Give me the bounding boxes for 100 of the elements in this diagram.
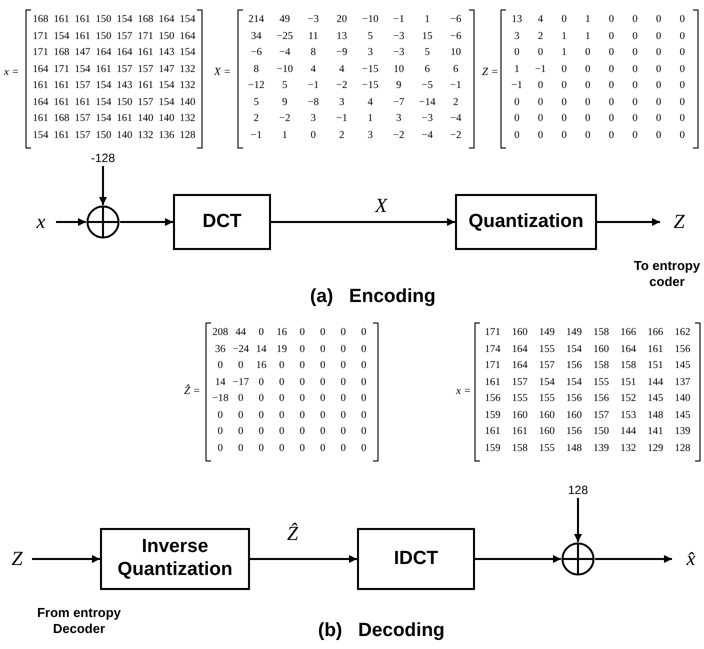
matrix-entry: 150 <box>116 96 134 108</box>
matrix-entry: −4 <box>449 113 462 125</box>
matrix-entry: 0 <box>237 360 244 372</box>
matrix-entry: 0 <box>513 96 520 108</box>
matrix-entry: 1 <box>560 47 568 59</box>
matrix-entry: 0 <box>560 130 568 142</box>
matrix-entry: 164 <box>510 360 529 372</box>
matrix-entry: 144 <box>646 376 664 388</box>
matrix-entry: 0 <box>237 426 244 438</box>
matrix-entry: 0 <box>258 393 265 405</box>
matrix-entry: 3 <box>513 30 520 42</box>
matrix-entry: −2 <box>449 130 462 142</box>
matrix-entry: 164 <box>32 64 50 76</box>
matrix-entry: 149 <box>538 327 556 339</box>
matrix-entry: 164 <box>32 96 50 108</box>
matrix-entry: −1 <box>392 14 406 26</box>
matrix-entry: 0 <box>536 130 544 142</box>
matrix-entry: 161 <box>32 80 50 92</box>
matrix-entry: 141 <box>646 426 664 438</box>
matrix-entry: 156 <box>565 393 583 405</box>
matrix-symbol: Ẑ = <box>184 385 200 397</box>
matrix-entry: −4 <box>420 130 434 142</box>
matrix-entry: 3 <box>310 113 317 125</box>
arrow <box>250 555 357 563</box>
matrix-entry: 161 <box>52 130 70 142</box>
matrix-entry: 168 <box>52 47 70 59</box>
matrix-entry: −3 <box>420 113 434 125</box>
matrix-entry: 161 <box>116 113 134 125</box>
matrix-entry: 154 <box>538 376 556 388</box>
matrix-entry: 164 <box>158 14 176 26</box>
matrix-entry: −25 <box>276 30 294 42</box>
matrix-entry: 156 <box>565 360 583 372</box>
matrix-entry: 0 <box>310 130 317 142</box>
matrix-entry: 0 <box>654 130 662 142</box>
matrix-entry: 161 <box>484 426 502 438</box>
matrix-entry: 140 <box>158 113 176 125</box>
matrix-entry: −3 <box>392 47 406 59</box>
matrix-entry: 0 <box>536 80 544 92</box>
matrix-entry: 157 <box>116 30 134 42</box>
matrix-entry: 171 <box>484 360 502 372</box>
process-box: IDCT <box>357 528 475 590</box>
matrix-entry: 159 <box>484 410 502 422</box>
matrix-entry: 158 <box>592 360 610 372</box>
matrix-entry: 0 <box>216 442 224 454</box>
matrix-entry: 154 <box>94 113 112 125</box>
matrix-entry: 0 <box>560 113 568 125</box>
matrix-entry: 0 <box>513 130 520 142</box>
matrix-entry: 0 <box>654 47 662 59</box>
matrix-entry: 154 <box>178 47 196 59</box>
matrix-entry: 0 <box>360 327 368 339</box>
matrix-entry: −24 <box>232 344 250 356</box>
matrix-entry: 158 <box>510 442 529 454</box>
matrix-entry: −1 <box>534 64 548 76</box>
matrix-entry: 0 <box>360 442 368 454</box>
matrix-entry: 6 <box>452 64 460 76</box>
matrix-entry: 8 <box>252 64 260 76</box>
matrix-entry: 0 <box>631 96 639 108</box>
matrix-entry: 4 <box>310 64 317 76</box>
matrix-entry: −3 <box>392 30 406 42</box>
matrix-entry: 164 <box>116 47 134 59</box>
matrix-entry: 132 <box>619 442 638 454</box>
matrix-entry: 0 <box>678 80 686 92</box>
matrix-entry: 0 <box>654 64 662 76</box>
matrix-entry: 128 <box>674 442 692 454</box>
matrix-entry: 160 <box>510 327 529 339</box>
matrix-entry: 161 <box>94 64 112 76</box>
matrix-entry: 0 <box>608 14 615 26</box>
matrix-entry: 154 <box>158 96 176 108</box>
matrix-entry: 0 <box>631 80 639 92</box>
matrix-entry: 0 <box>258 442 265 454</box>
matrix-entry: 0 <box>654 30 662 42</box>
matrix-entry: 0 <box>360 360 368 372</box>
matrix-entry: 144 <box>619 426 638 438</box>
matrix-entry: 158 <box>592 327 610 339</box>
matrix-entry: 132 <box>136 130 154 142</box>
summing-junction <box>86 205 120 239</box>
offset-value: 128 <box>561 482 595 498</box>
matrix-entry: 156 <box>484 393 502 405</box>
matrix-entry: 171 <box>52 64 70 76</box>
matrix-entry: −4 <box>278 47 292 59</box>
matrix-entry: 148 <box>646 410 664 422</box>
offset-value: -128 <box>86 150 120 166</box>
matrix-symbol: x = <box>4 66 20 78</box>
matrix-entry: 143 <box>116 80 134 92</box>
matrix-entry: 0 <box>360 344 368 356</box>
matrix-entry: 0 <box>340 344 347 356</box>
matrix-entry: 0 <box>298 360 306 372</box>
matrix-entry: 0 <box>340 393 347 405</box>
matrix-entry: −9 <box>335 47 348 59</box>
matrix-entry: 140 <box>116 130 134 142</box>
matrix-entry: 3 <box>366 47 374 59</box>
matrix-entry: 157 <box>136 96 154 108</box>
matrix-entry: −3 <box>306 14 320 26</box>
matrix-entry: 156 <box>592 393 610 405</box>
matrix-entry: 0 <box>340 442 347 454</box>
arrow <box>597 218 660 226</box>
matrix-entry: 0 <box>278 426 286 438</box>
matrix-entry: −14 <box>418 96 436 108</box>
matrix-entry: 0 <box>216 426 224 438</box>
matrix-entry: 0 <box>584 80 592 92</box>
